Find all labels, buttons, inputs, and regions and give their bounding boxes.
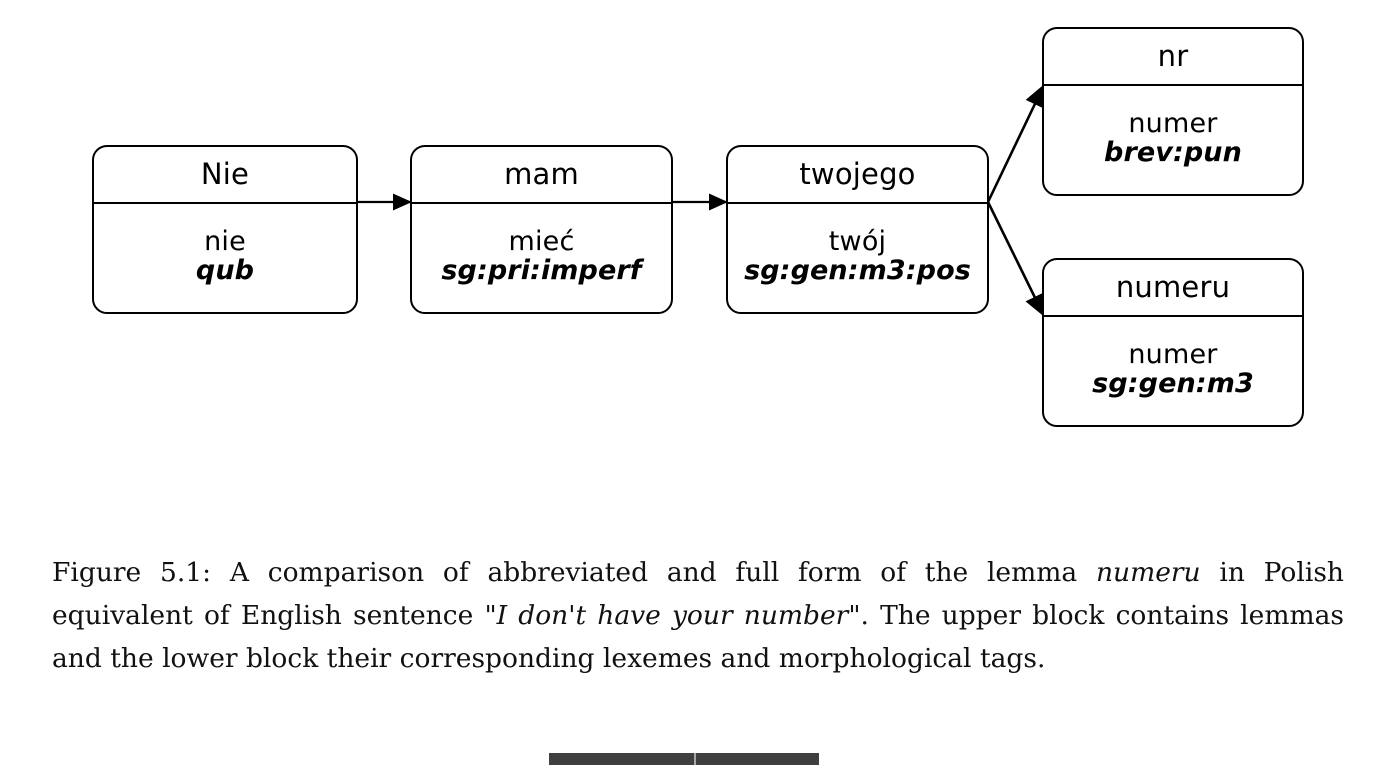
dependency-diagram: Nie nie qub mam mieć sg:pri:imperf twoje… <box>92 27 1304 427</box>
toolbar-segment-right[interactable] <box>696 753 819 765</box>
toolbar-segment-left[interactable] <box>549 753 694 765</box>
token-analysis: nie qub <box>94 204 356 312</box>
token-tag: sg:gen:m3 <box>1092 368 1254 400</box>
caption-lemma: numeru <box>1095 557 1201 588</box>
token-analysis: mieć sg:pri:imperf <box>412 204 671 312</box>
token-node-mam[interactable]: mam mieć sg:pri:imperf <box>410 145 673 314</box>
token-lexeme: mieć <box>508 226 575 258</box>
token-analysis: numer brev:pun <box>1044 86 1302 194</box>
token-form: nr <box>1044 29 1302 86</box>
token-lexeme: twój <box>828 226 887 258</box>
token-tag: sg:pri:imperf <box>441 255 642 287</box>
token-lexeme: numer <box>1128 339 1218 371</box>
token-node-nie[interactable]: Nie nie qub <box>92 145 358 314</box>
caption-text-part3: . The upper block contains lemmas and th… <box>52 600 1344 674</box>
token-node-numeru[interactable]: numeru numer sg:gen:m3 <box>1042 258 1304 427</box>
edge-twojego-to-numeru <box>986 201 1046 317</box>
token-tag: sg:gen:m3:pos <box>744 255 971 287</box>
token-form: numeru <box>1044 260 1302 317</box>
caption-sentence: "I don't have your number" <box>484 600 861 631</box>
token-lexeme: numer <box>1128 108 1218 140</box>
token-node-twojego[interactable]: twojego twój sg:gen:m3:pos <box>726 145 989 314</box>
token-form: Nie <box>94 147 356 204</box>
token-lexeme: nie <box>204 226 246 258</box>
edge-twojego-to-nr <box>986 84 1046 203</box>
figure-caption: Figure 5.1: A comparison of abbreviated … <box>52 551 1344 680</box>
token-form: mam <box>412 147 671 204</box>
caption-label: Figure 5.1: <box>52 557 212 588</box>
toolbar-divider <box>694 753 696 765</box>
token-node-nr[interactable]: nr numer brev:pun <box>1042 27 1304 196</box>
bottom-toolbar-fragment[interactable] <box>549 753 819 765</box>
caption-text-part2: in Polish equivalent of English sentence <box>52 557 1345 631</box>
token-form: twojego <box>728 147 987 204</box>
caption-text-part1: A comparison of abbreviated and full for… <box>211 557 1096 588</box>
token-tag: brev:pun <box>1104 137 1242 169</box>
token-tag: qub <box>195 255 255 287</box>
token-analysis: numer sg:gen:m3 <box>1044 317 1302 425</box>
token-analysis: twój sg:gen:m3:pos <box>728 204 987 312</box>
